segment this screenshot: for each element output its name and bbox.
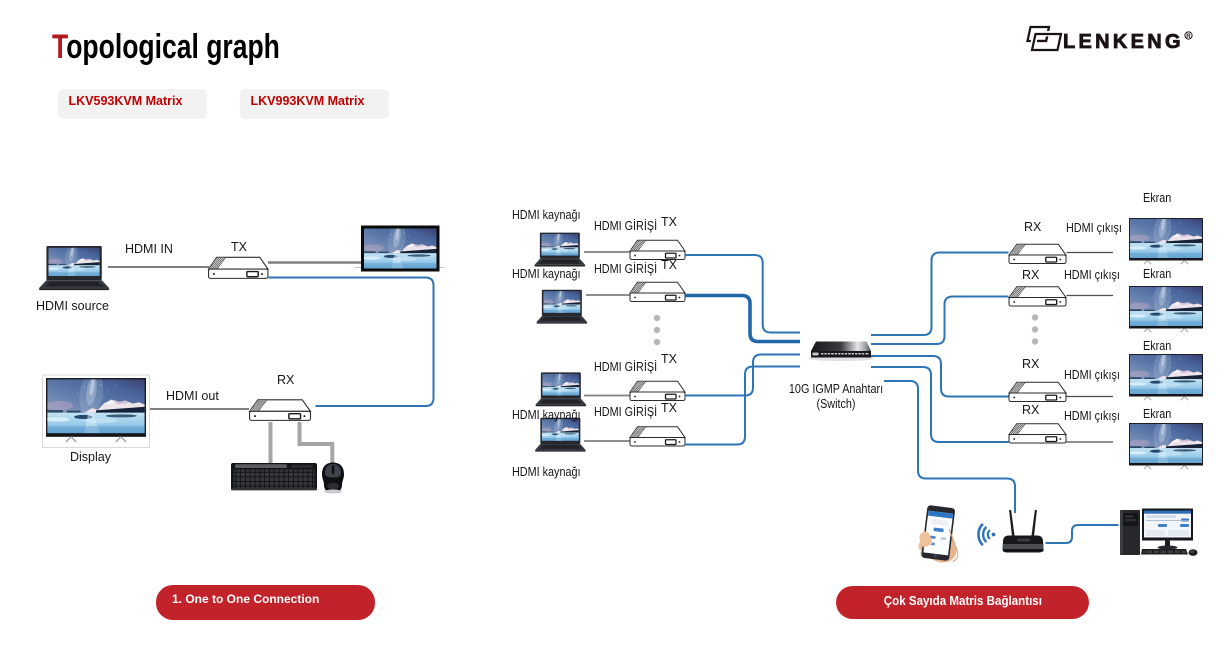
svg-text:R: R <box>1186 34 1191 40</box>
